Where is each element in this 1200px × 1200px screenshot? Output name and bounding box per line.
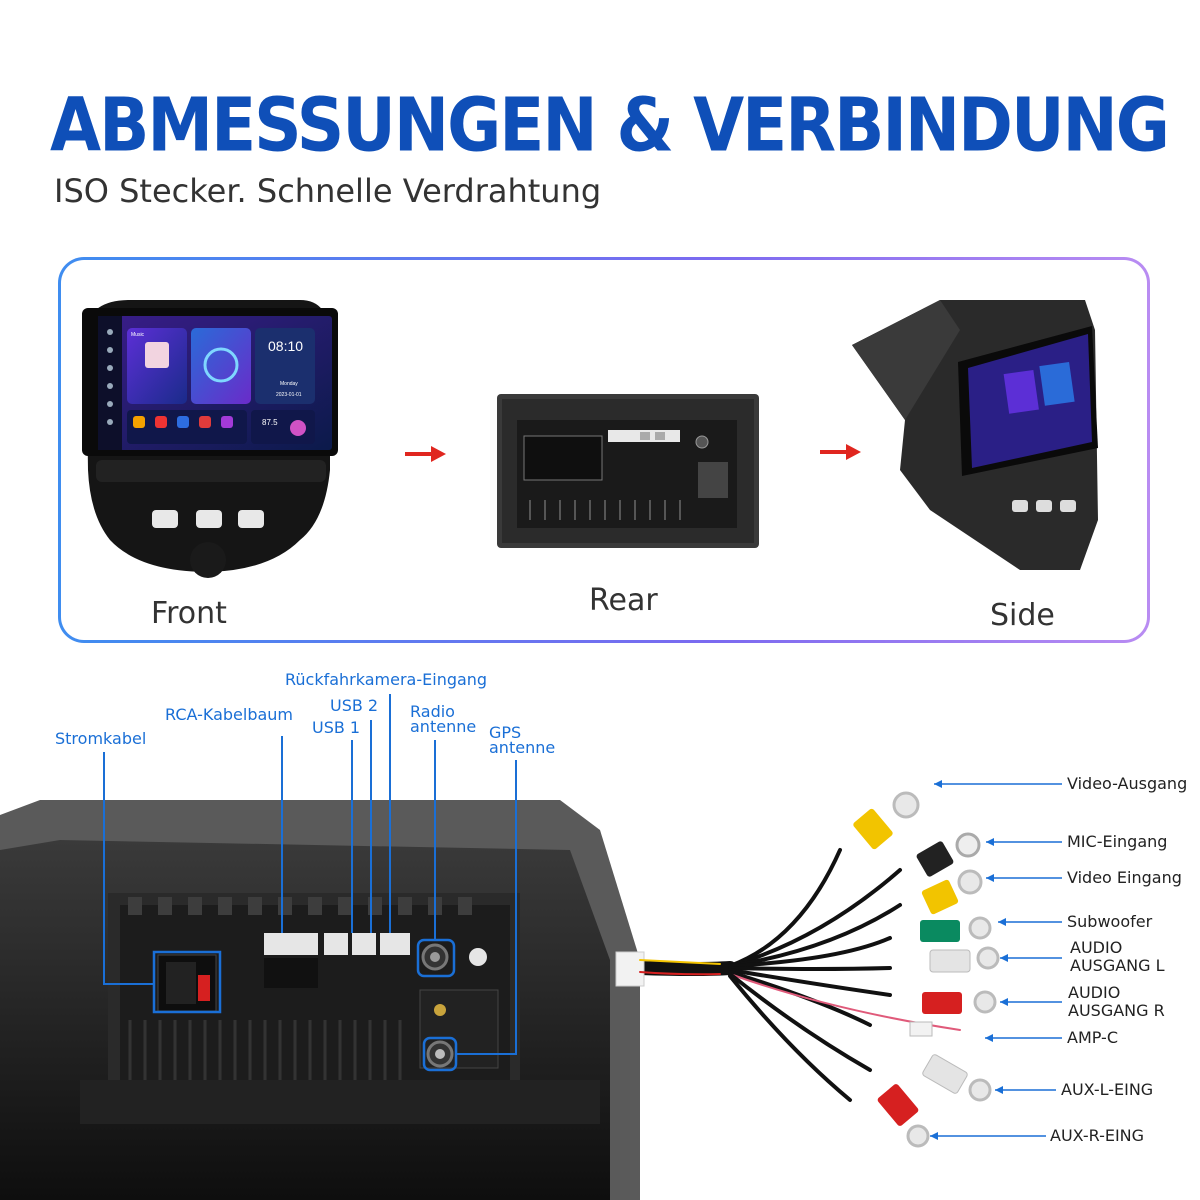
screen-day: Monday xyxy=(280,381,298,387)
label-audio-r-2: AUSGANG R xyxy=(1068,1001,1165,1020)
label-radio-antenne-2: antenne xyxy=(410,717,477,736)
view-label-side: Side xyxy=(990,598,1055,633)
view-label-front: Front xyxy=(151,596,227,631)
label-amp-c: AMP-C xyxy=(1067,1028,1118,1047)
label-aux-r-eing: AUX-R-EING xyxy=(1050,1126,1145,1145)
page-subtitle: ISO Stecker. Schnelle Verdrahtung xyxy=(54,172,602,210)
label-video-ausgang: Video-Ausgang xyxy=(1067,774,1188,793)
label-mic-eingang: MIC-Eingang xyxy=(1067,832,1168,851)
label-gps-antenne-1: GPS xyxy=(489,723,522,742)
screen-frequency: 87.5 xyxy=(262,418,278,427)
label-stromkabel: Stromkabel xyxy=(55,729,147,748)
label-subwoofer: Subwoofer xyxy=(1067,912,1153,931)
label-aux-l-eing: AUX-L-EING xyxy=(1061,1080,1154,1099)
label-usb1: USB 1 xyxy=(312,718,361,737)
label-rca-kabelbaum: RCA-Kabelbaum xyxy=(165,705,294,724)
label-radio-antenne-1: Radio xyxy=(410,702,455,721)
screen-date: 2023-01-01 xyxy=(276,392,302,398)
label-audio-l-2: AUSGANG L xyxy=(1070,956,1165,975)
label-audio-l-1: AUDIO xyxy=(1070,938,1123,957)
label-rueckfahrkamera: Rückfahrkamera-Eingang xyxy=(285,670,488,689)
label-gps-antenne-2: antenne xyxy=(489,738,556,757)
label-audio-r-1: AUDIO xyxy=(1068,983,1121,1002)
label-video-eingang: Video Eingang xyxy=(1067,868,1182,887)
page-title: ABMESSUNGEN & VERBINDUNG xyxy=(50,82,1170,169)
screen-time: 08:10 xyxy=(268,338,304,354)
label-usb2: USB 2 xyxy=(330,696,379,715)
view-label-rear: Rear xyxy=(589,583,658,618)
screen-music-label: Music xyxy=(131,332,145,338)
